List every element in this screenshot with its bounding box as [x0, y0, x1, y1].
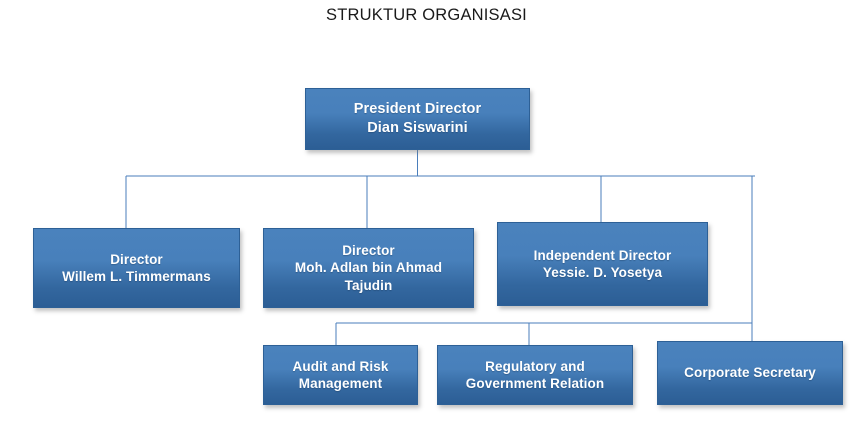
node-regulatory-and-government-relation-label: Regulatory and Government Relation	[465, 358, 605, 391]
node-president-director-label: President Director Dian Siswarini	[353, 101, 482, 136]
node-audit-and-risk-management[interactable]: Audit and Risk Management	[263, 345, 418, 405]
node-independent-director-label: Independent Director Yessie. D. Yosetya	[533, 247, 672, 280]
node-independent-director[interactable]: Independent Director Yessie. D. Yosetya	[497, 222, 708, 306]
node-director-willem-timmermans-label: Director Willem L. Timmermans	[62, 251, 211, 284]
node-corporate-secretary-label: Corporate Secretary	[684, 365, 816, 381]
node-audit-and-risk-management-label: Audit and Risk Management	[292, 358, 389, 391]
node-director-adlan-tajudin[interactable]: Director Moh. Adlan bin Ahmad Tajudin	[263, 228, 474, 308]
node-corporate-secretary[interactable]: Corporate Secretary	[657, 341, 843, 405]
node-regulatory-and-government-relation[interactable]: Regulatory and Government Relation	[437, 345, 633, 405]
node-director-willem-timmermans[interactable]: Director Willem L. Timmermans	[33, 228, 240, 308]
node-director-adlan-tajudin-label: Director Moh. Adlan bin Ahmad Tajudin	[294, 243, 443, 293]
node-president-director[interactable]: President Director Dian Siswarini	[305, 88, 530, 150]
page-title: STRUKTUR ORGANISASI	[326, 6, 527, 24]
